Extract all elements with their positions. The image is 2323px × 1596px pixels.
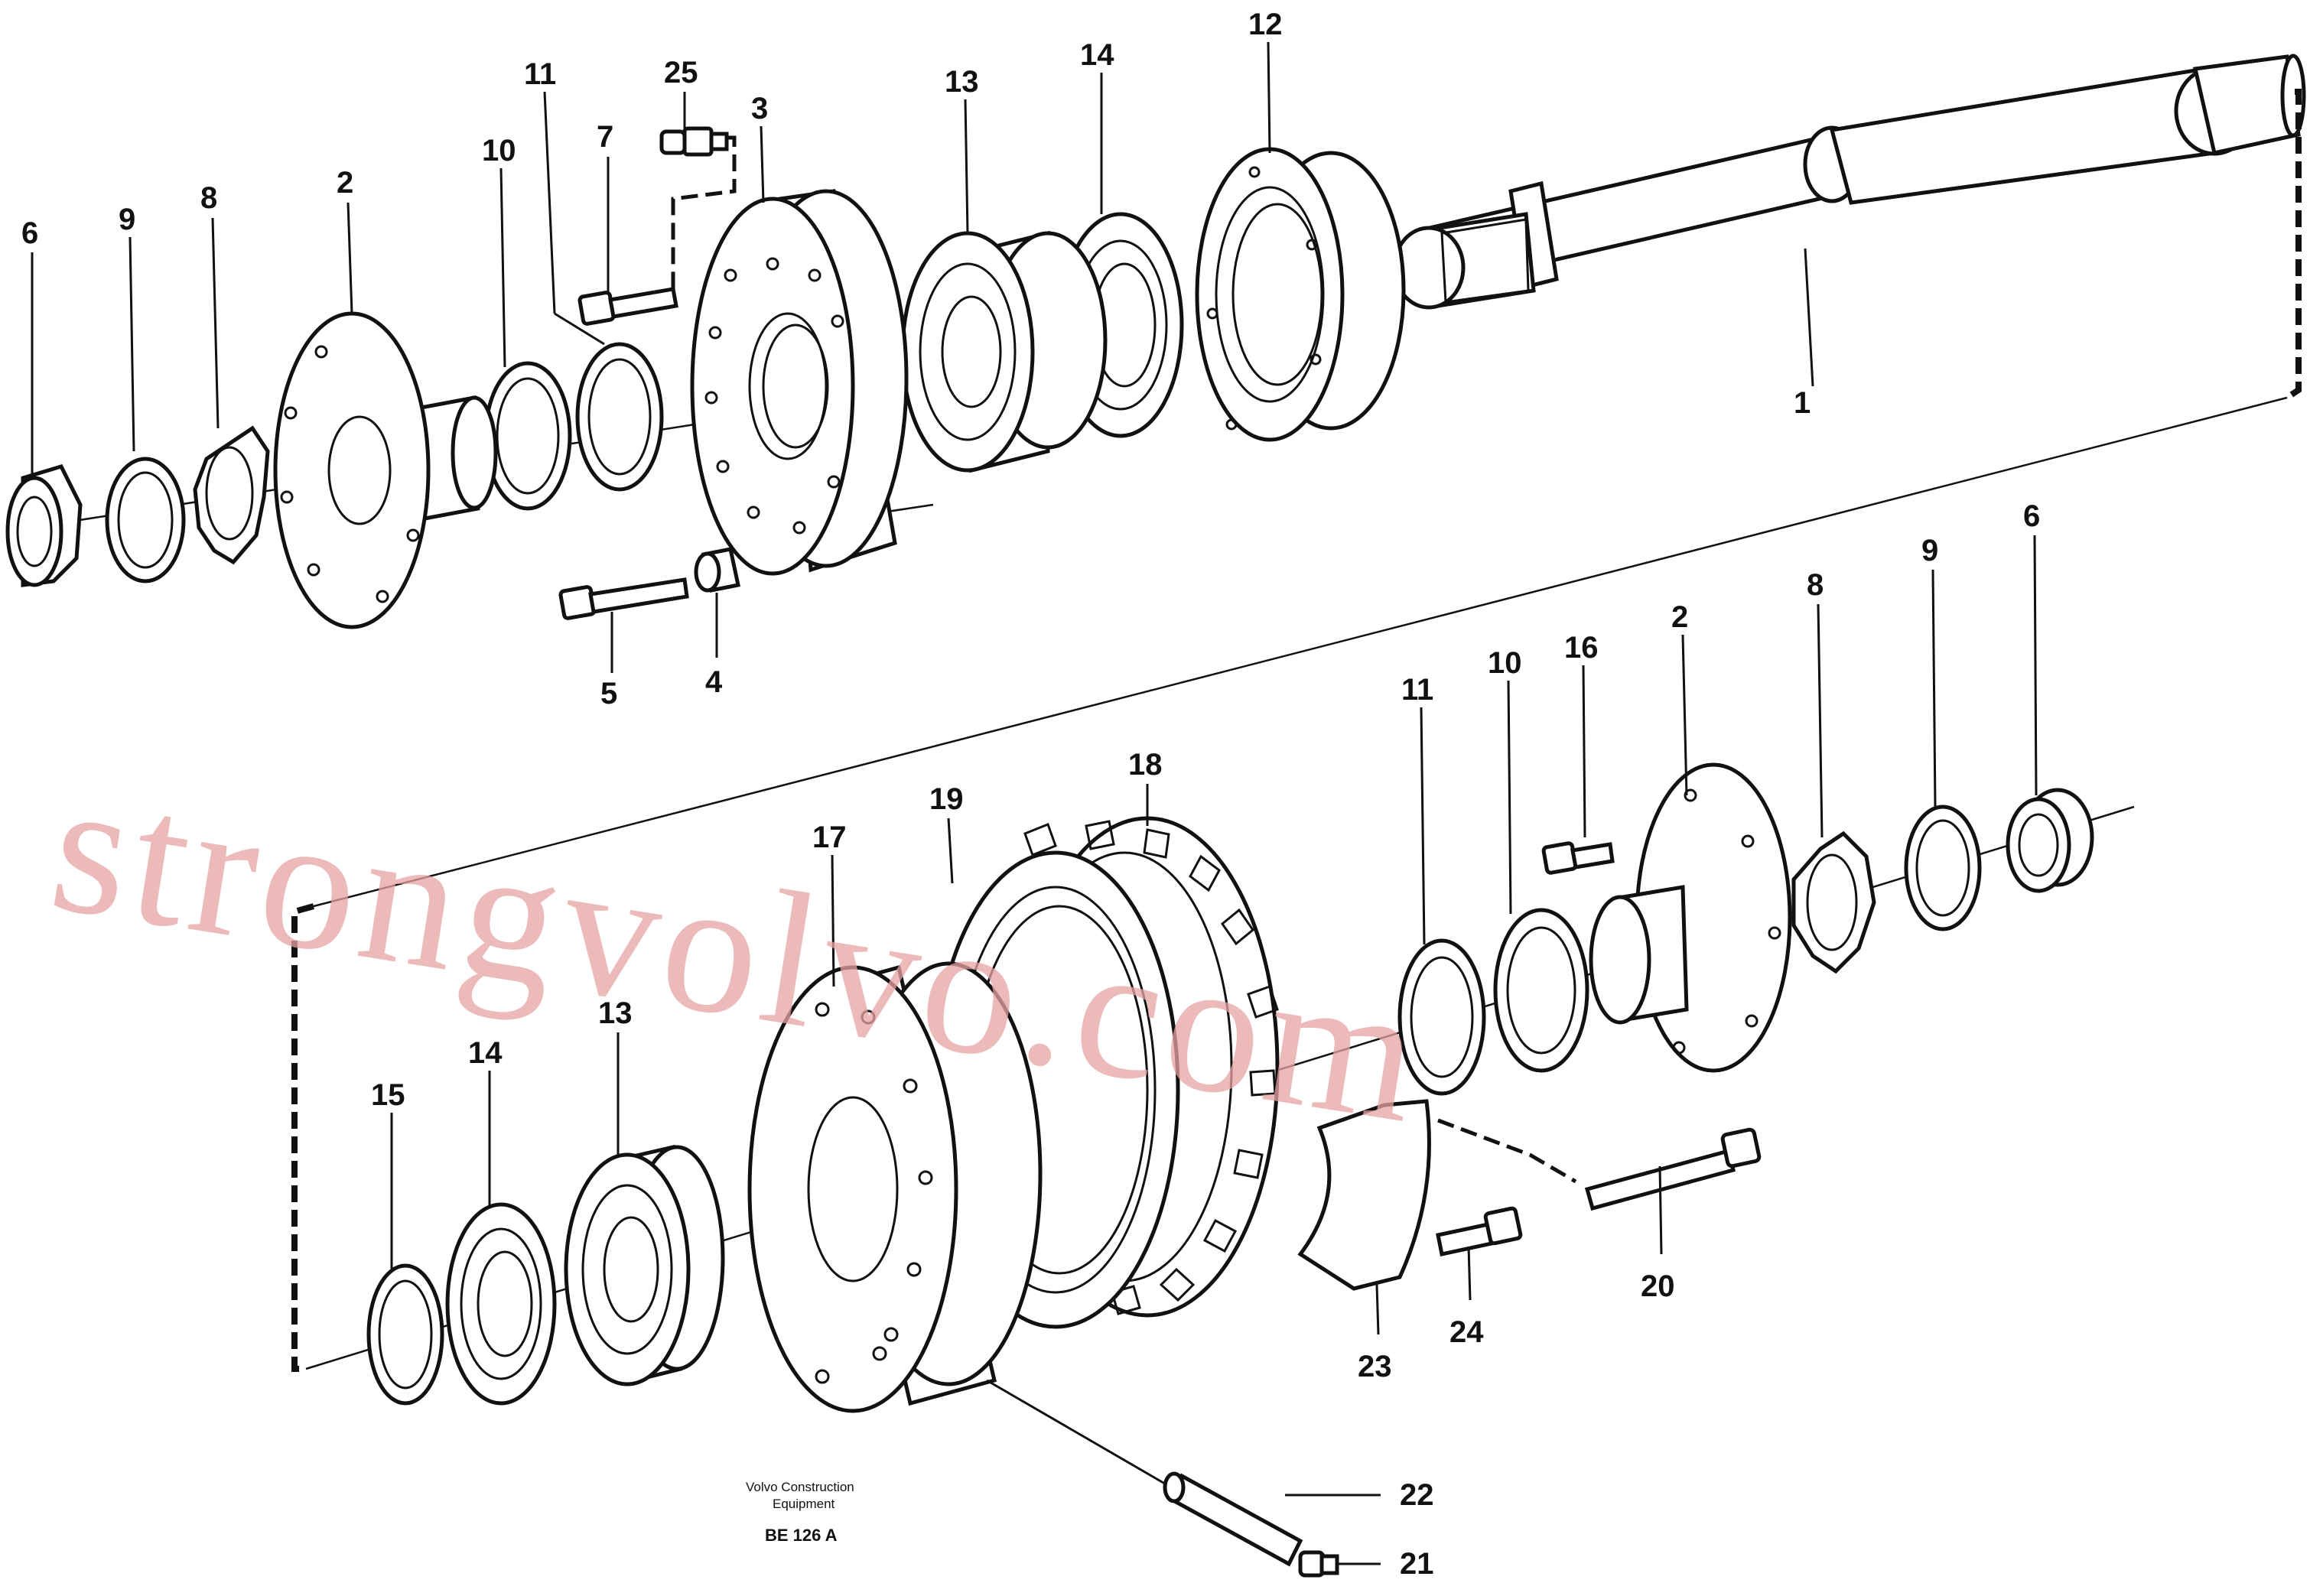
leader [1681,634,1688,796]
callout-label: 25 [664,56,698,89]
leader [1267,41,1271,154]
part-2-flange-top [273,311,498,629]
leader [964,99,969,234]
leader [346,202,353,314]
part-10-ring-top [483,361,572,511]
leader [1507,680,1512,915]
part-9-washer-top [105,457,186,583]
part-11-ring-bottom [1397,938,1486,1096]
part-13-bearing-top [900,230,1108,473]
leader [129,236,135,452]
connector-diagonal [313,396,2288,908]
caption-brand-line2: Equipment [773,1497,835,1511]
part-21-nipple [1298,1550,1339,1578]
leader [1375,1284,1380,1335]
callout-label: 11 [1401,673,1433,707]
leader [543,91,556,314]
leader [2033,535,2038,796]
leader [947,818,954,884]
callout-label: 14 [1080,38,1114,72]
callout-label: 2 [1671,600,1688,634]
callout-label: 6 [21,216,38,250]
watermark-text: strongvolvo.com [39,739,1437,1164]
leader [760,125,765,203]
part-10-ring-bottom [1493,908,1589,1073]
part-2-flange-bottom [1589,762,1792,1073]
leader [1467,1246,1472,1301]
part-22-sleeve [1163,1471,1303,1567]
callout-label: 2 [337,166,353,200]
callout-label: 13 [945,65,979,99]
part-6-nut-bottom [2006,788,2094,893]
callout-label: 24 [1449,1315,1484,1349]
part-11-ring-top [575,342,664,492]
callout-label: 5 [600,677,617,710]
callout-label: 20 [1641,1269,1675,1303]
part-4-bushing [694,547,740,593]
callout-label: 3 [751,92,768,125]
part-5-bolt [558,577,689,620]
part-6-nut-top [5,464,83,587]
leader [1658,1165,1663,1255]
callout-label: 17 [812,821,847,854]
connector-dashed-left [291,903,315,1372]
callout-label: 21 [1400,1547,1434,1581]
part-16-bolt [1541,841,1615,875]
leader [211,217,220,429]
caption-block: Volvo Construction Equipment BE 126 A [746,1480,854,1545]
leader [1931,569,1937,808]
callout-label: 22 [1400,1478,1434,1512]
leader [1420,707,1426,945]
callout-label: 6 [2023,499,2040,533]
callout-label: 1 [1794,386,1811,420]
callout-label: 14 [468,1036,503,1070]
callout-label: 10 [1488,646,1522,680]
caption-brand: Volvo Construction [746,1480,854,1494]
callouts-top: 6 9 8 2 10 11 7 25 3 13 14 12 1 5 4 [21,8,1814,710]
part-13-bearing-bottom [564,1144,725,1386]
callout-label: 18 [1128,748,1163,782]
callouts-bottom: 2 16 10 11 8 9 6 18 19 17 13 14 15 20 24… [371,499,2040,1581]
caption-code: BE 126 A [765,1526,838,1545]
callout-label: 7 [597,120,613,154]
part-22-axis [986,1379,1179,1493]
callout-label: 23 [1358,1350,1392,1383]
connector-dashed-right [2285,89,2302,401]
callout-label: 10 [482,134,516,167]
part-14-seal-bottom [445,1202,557,1406]
part-3-flange [690,189,909,576]
part-25-nipple [659,126,737,291]
callout-label: 8 [200,181,217,215]
callout-label: 8 [1807,568,1824,602]
leader [1804,248,1814,387]
callout-label: 16 [1564,631,1599,665]
part-24-bolt [1436,1206,1523,1256]
part-17-drum [747,961,1043,1413]
part-8-lockplate-top [193,425,270,565]
part-7-bolt [577,287,678,326]
callout-label: 15 [371,1078,405,1112]
callout-label: 9 [1921,534,1938,567]
part-20-bolt [1437,1118,1762,1211]
part-23-segment [1297,1099,1431,1291]
leader [554,312,605,346]
callout-label: 13 [598,996,633,1030]
callout-label: 4 [705,665,723,699]
part-8-lockplate-bottom [1791,831,1876,974]
leader [831,854,835,987]
part-15-ring [366,1263,444,1406]
leader [499,167,506,368]
leader [1582,665,1586,838]
callout-label: 19 [929,782,964,816]
leader [1817,603,1824,838]
callout-label: 12 [1248,8,1283,41]
part-12-housing [1195,147,1406,442]
part-9-washer-bottom [1904,805,1982,931]
callout-label: 11 [524,57,556,91]
callout-label: 9 [119,203,135,236]
part-1-shaft [1392,54,2306,310]
